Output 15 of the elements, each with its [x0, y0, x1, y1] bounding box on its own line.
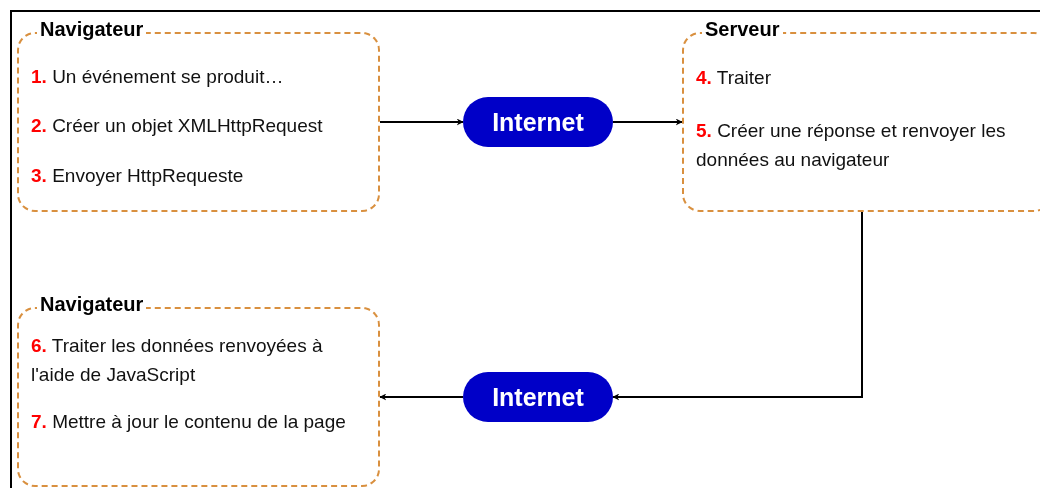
- step-text: 6. Traiter les données renvoyées à l'aide de JavaScript: [31, 334, 324, 387]
- step-text: 3. Envoyer HttpRequeste: [31, 164, 245, 188]
- step-text: 4. Traiter: [696, 66, 772, 90]
- step-text: 1. Un événement se produit…: [31, 65, 285, 89]
- step-text: 5. Créer une réponse et renvoyer les données au navigateur: [696, 119, 1007, 172]
- arrow: [379, 118, 464, 126]
- internet-pill: Internet: [463, 372, 613, 422]
- internet-pill: Internet: [463, 97, 613, 147]
- group-heading: Navigateur: [37, 18, 147, 41]
- group-heading: Navigateur: [37, 293, 147, 316]
- arrow: [612, 211, 863, 401]
- step-text: 7. Mettre à jour le contenu de la page: [31, 410, 347, 434]
- arrow: [379, 393, 464, 401]
- arrow: [612, 118, 683, 126]
- step-text: 2. Créer un objet XMLHttpRequest: [31, 114, 324, 138]
